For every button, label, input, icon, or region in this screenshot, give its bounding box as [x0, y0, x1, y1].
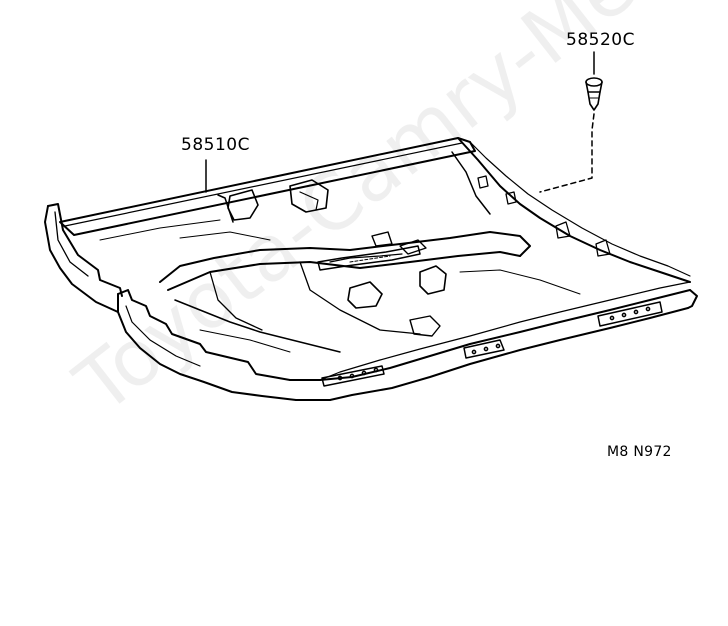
part-number-clip: 58520C — [566, 30, 635, 50]
carpet-clip-drawing — [585, 51, 603, 111]
figure-code: M8 N972 — [607, 444, 672, 460]
floor-carpet-drawing — [44, 137, 698, 401]
leader-58520c — [539, 113, 595, 193]
part-number-carpet: 58510C — [181, 135, 250, 155]
